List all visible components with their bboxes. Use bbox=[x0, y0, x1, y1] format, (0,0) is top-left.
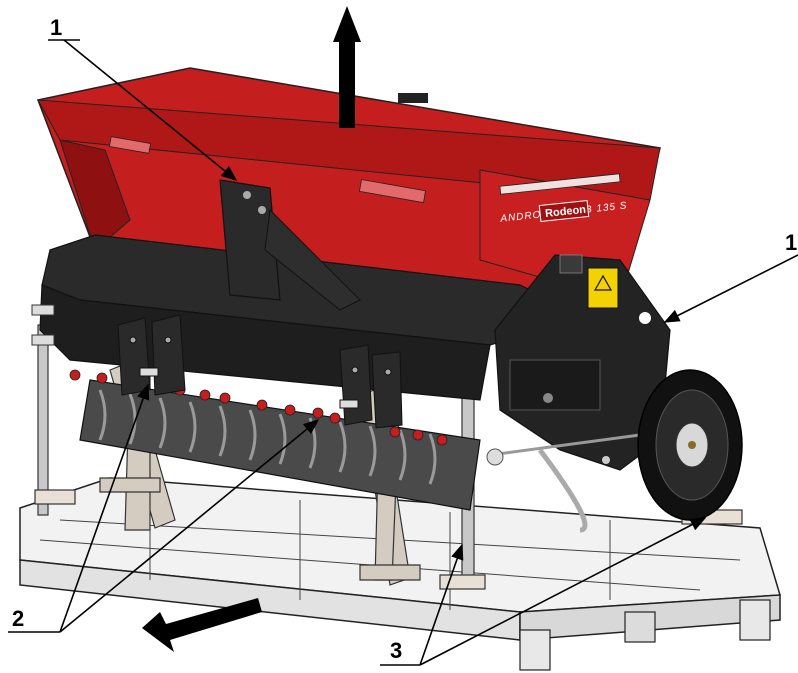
brand-label: Rodeon bbox=[545, 204, 587, 220]
callout-1-top: 1 bbox=[50, 15, 62, 40]
seed-outlets bbox=[69, 369, 448, 446]
callout-3: 3 bbox=[390, 638, 402, 663]
direction-arrow-icon bbox=[142, 598, 262, 652]
side-plate bbox=[494, 254, 671, 471]
seed-hopper: ANDROMEDA SB 135 S Rodeon bbox=[36, 67, 661, 301]
hitch-brackets bbox=[117, 314, 403, 429]
callout-leaders bbox=[8, 39, 798, 666]
drive-linkage bbox=[486, 433, 641, 533]
callout-1-right: 1 bbox=[785, 230, 797, 255]
drive-wheel bbox=[637, 369, 743, 521]
vertical-posts bbox=[34, 324, 743, 590]
lift-arrow-icon bbox=[333, 6, 361, 128]
post-clamps bbox=[31, 304, 55, 346]
callout-2: 2 bbox=[12, 606, 24, 631]
